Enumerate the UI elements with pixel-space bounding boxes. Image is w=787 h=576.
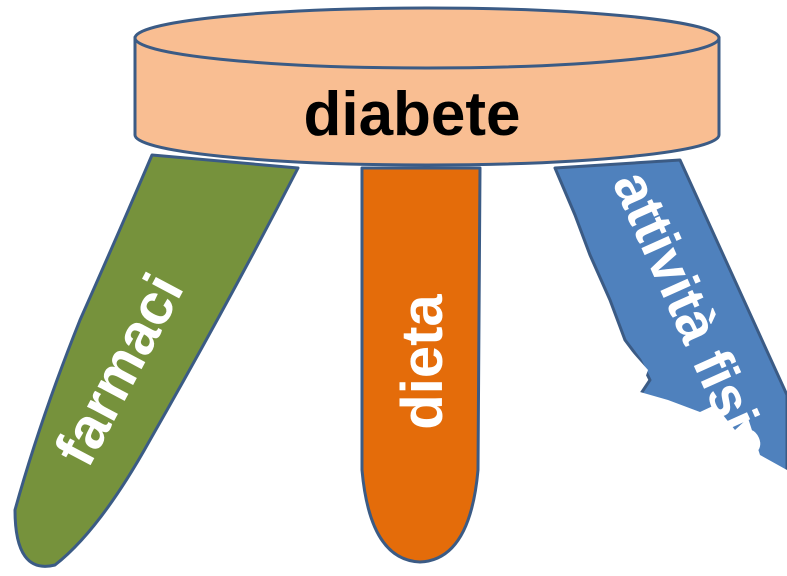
leg-dieta-label: dieta bbox=[390, 294, 455, 430]
leg-attivita-fisica: attività fisica bbox=[555, 160, 787, 576]
seat-label: diabete bbox=[303, 80, 520, 149]
leg-dieta: dieta bbox=[362, 168, 480, 562]
leg-farmaci: farmaci bbox=[15, 155, 298, 566]
seat: diabete bbox=[135, 8, 719, 165]
seat-top bbox=[135, 8, 719, 68]
